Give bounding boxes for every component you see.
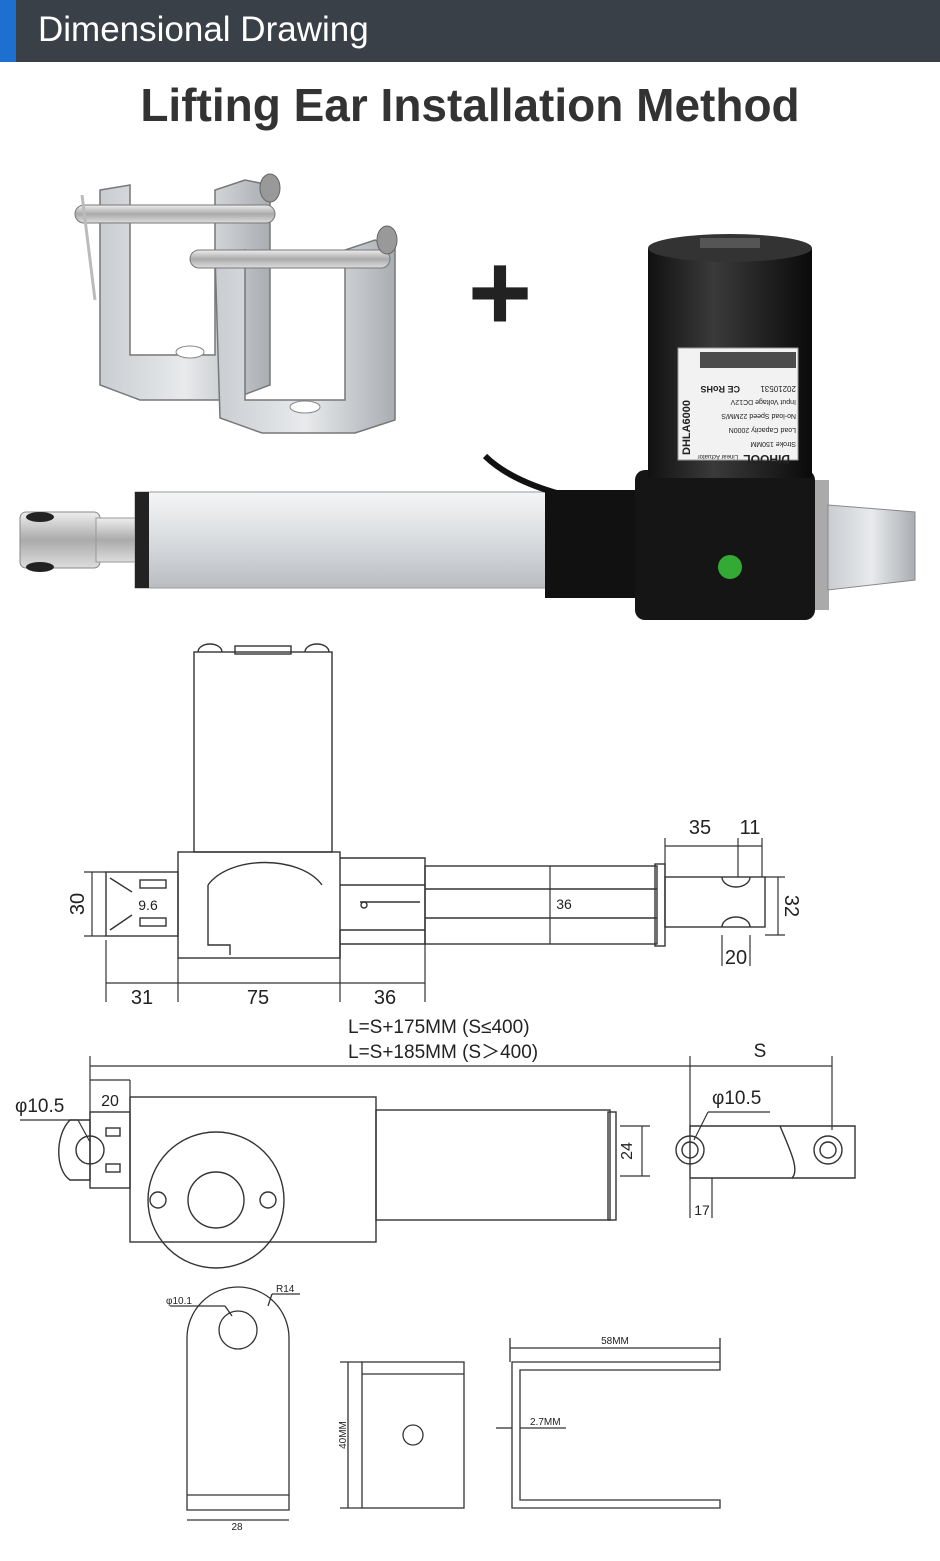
phi-right: φ10.5 <box>712 1088 761 1109</box>
length-dimension-lines <box>89 1056 833 1130</box>
bracket-width: 28 <box>231 1522 243 1533</box>
bracket-length: 58MM <box>601 1336 629 1347</box>
dim-36-inner: 36 <box>556 896 572 912</box>
actuator-cert-text: CE RoHS <box>700 384 740 394</box>
dim-24: 24 <box>619 1142 636 1160</box>
dim-31: 31 <box>131 987 153 1009</box>
header-title: Dimensional Drawing <box>38 10 369 49</box>
plus-sign: + <box>468 231 532 354</box>
dim-9-6: 9.6 <box>138 897 158 913</box>
bracket-top-view <box>496 1338 721 1509</box>
dim-32: 32 <box>780 895 802 917</box>
header-bar: Dimensional Drawing <box>0 0 940 62</box>
actuator-brand-text: DIHOOL <box>743 452 790 466</box>
phi-left: φ10.5 <box>15 1096 64 1117</box>
bracket-photo-front <box>189 225 398 434</box>
dim-36: 36 <box>374 987 396 1009</box>
actuator-serial-text: 20210531 <box>760 384 796 393</box>
page-subtitle: Lifting Ear Installation Method <box>140 79 800 131</box>
bracket-photo-back <box>74 173 281 401</box>
dim-75: 75 <box>247 987 269 1009</box>
dim-20-top: 20 <box>101 1093 119 1110</box>
bracket-front-view <box>170 1286 300 1521</box>
dim-30: 30 <box>67 893 89 915</box>
header-accent <box>0 0 16 62</box>
bracket-height: 40MM <box>338 1421 349 1449</box>
length-formula-1: L=S+175MM (S≤400) <box>348 1017 530 1038</box>
side-view-dimension-lines <box>84 838 785 1002</box>
length-formula-2: L=S+185MM (S＞400) <box>348 1042 538 1063</box>
dim-17: 17 <box>694 1202 710 1218</box>
dim-20-side: 20 <box>725 947 747 969</box>
dim-35: 35 <box>689 817 711 839</box>
bracket-thickness: 2.7MM <box>530 1417 561 1428</box>
top-view-dimension-lines <box>20 1079 770 1218</box>
actuator-photo: DHLA6000 DIHOOL Linear Actuator Stroke 1… <box>19 234 916 620</box>
bracket-side-view <box>340 1361 465 1509</box>
side-view-drawing <box>105 643 766 959</box>
bracket-radius: R14 <box>276 1284 295 1295</box>
stroke-label: S <box>754 1041 767 1062</box>
actuator-spec-2: Load Capacity 2000N <box>729 426 796 433</box>
top-view-drawing <box>58 1096 856 1269</box>
actuator-model-text: DHLA6000 <box>681 400 693 455</box>
actuator-spec-4: Input Voltage DC12V <box>730 398 796 405</box>
bracket-phi: φ10.1 <box>166 1296 192 1307</box>
actuator-spec-1: Stroke 150MM <box>750 440 796 447</box>
dim-11: 11 <box>740 817 761 839</box>
actuator-type-text: Linear Actuator <box>698 453 738 459</box>
actuator-spec-3: No-load Speed 22MM/S <box>721 412 796 419</box>
